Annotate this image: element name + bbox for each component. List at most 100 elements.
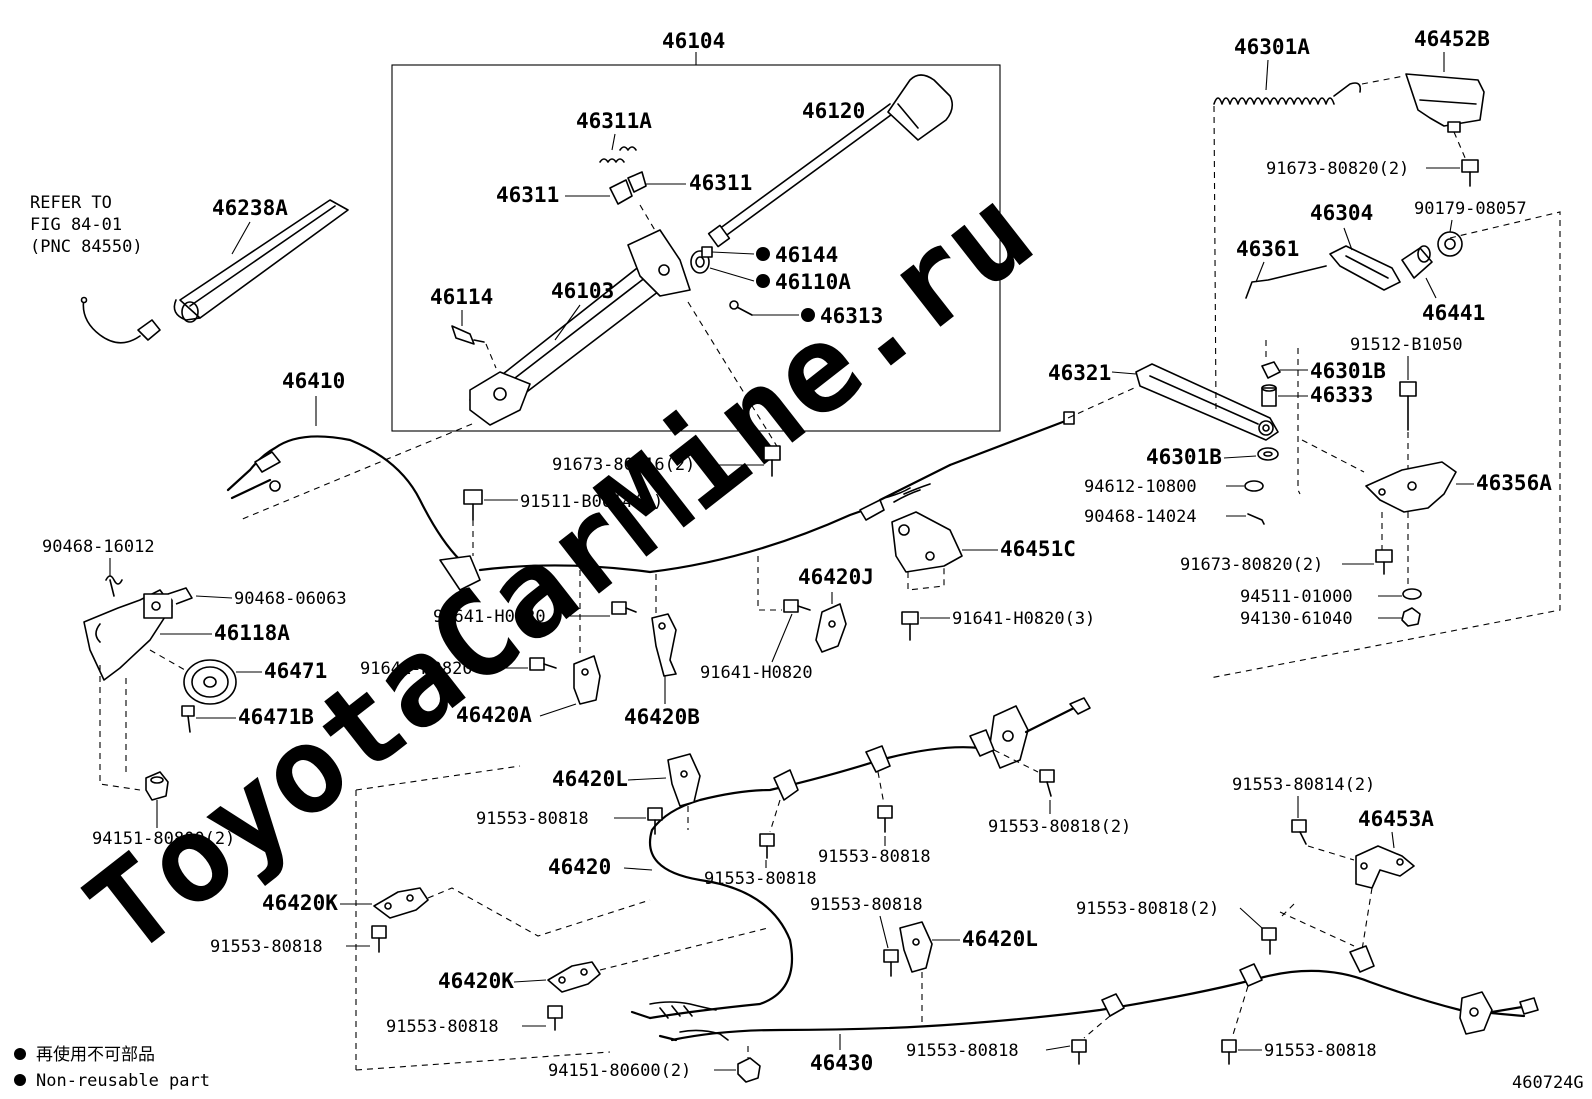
label-91553-80818-e[interactable]: 91553-80818 bbox=[818, 847, 931, 867]
pin-46313 bbox=[729, 300, 753, 316]
bracket-46420J bbox=[815, 603, 847, 653]
bracket-46451C bbox=[891, 511, 963, 573]
bolt-91641-b bbox=[529, 657, 557, 671]
label-46103[interactable]: 46103 bbox=[551, 279, 614, 303]
label-91511[interactable]: 91511-B0614(2) bbox=[520, 492, 663, 512]
label-46144[interactable]: 46144 bbox=[775, 243, 838, 267]
rod-46361 bbox=[1245, 265, 1327, 299]
label-46333[interactable]: 46333 bbox=[1310, 383, 1373, 407]
bolt-91512 bbox=[1399, 381, 1417, 431]
label-46110A[interactable]: 46110A bbox=[775, 270, 851, 294]
label-46356A[interactable]: 46356A bbox=[1476, 471, 1552, 495]
label-46313[interactable]: 46313 bbox=[820, 304, 883, 328]
label-46114[interactable]: 46114 bbox=[430, 285, 493, 309]
label-90468-14024[interactable]: 90468-14024 bbox=[1084, 507, 1197, 527]
label-91641-H0820-3[interactable]: 91641-H0820(3) bbox=[952, 609, 1095, 629]
label-46410[interactable]: 46410 bbox=[282, 369, 345, 393]
label-91553-80818-g[interactable]: 91553-80818 bbox=[906, 1041, 1019, 1061]
label-91553-80818-h[interactable]: 91553-80818 bbox=[1264, 1041, 1377, 1061]
label-46301B-top[interactable]: 46301B bbox=[1310, 359, 1386, 383]
label-94151-80800[interactable]: 94151-80800(2) bbox=[92, 829, 235, 849]
lever-46321 bbox=[1135, 363, 1279, 441]
label-46452B[interactable]: 46452B bbox=[1414, 27, 1490, 51]
bolt-91553-e bbox=[877, 805, 893, 833]
label-46361[interactable]: 46361 bbox=[1236, 237, 1299, 261]
label-46311A[interactable]: 46311A bbox=[576, 109, 652, 133]
label-46321[interactable]: 46321 bbox=[1048, 361, 1111, 385]
label-90468-16012[interactable]: 90468-16012 bbox=[42, 537, 155, 557]
spring-46311A bbox=[599, 146, 637, 163]
bolt-91553-h bbox=[1221, 1039, 1237, 1065]
label-46118A[interactable]: 46118A bbox=[214, 621, 290, 645]
label-46311-left[interactable]: 46311 bbox=[496, 183, 559, 207]
bolt-91553-x2-upper bbox=[1039, 769, 1055, 797]
label-91553-80818-a[interactable]: 91553-80818 bbox=[476, 809, 589, 829]
washer-46301B-bottom bbox=[1257, 447, 1279, 461]
collar-46441 bbox=[1401, 245, 1433, 279]
label-91673-80820-top[interactable]: 91673-80820(2) bbox=[1266, 159, 1409, 179]
label-94612-10800[interactable]: 94612-10800 bbox=[1084, 477, 1197, 497]
bolt-91553-f bbox=[883, 949, 899, 977]
label-91553-80818-d[interactable]: 91553-80818 bbox=[704, 869, 817, 889]
label-90468-06063[interactable]: 90468-06063 bbox=[234, 589, 347, 609]
label-91641-H0820-c[interactable]: 91641-H0820 bbox=[700, 663, 813, 683]
parking-lever-rod bbox=[707, 74, 954, 248]
label-46471B[interactable]: 46471B bbox=[238, 705, 314, 729]
label-91553-80818-c[interactable]: 91553-80818 bbox=[386, 1017, 499, 1037]
label-46420L-upper[interactable]: 46420L bbox=[552, 767, 628, 791]
bushing-90179 bbox=[1437, 231, 1463, 257]
refer-line3: (PNC 84550) bbox=[30, 237, 143, 257]
bolt-46471B bbox=[181, 705, 195, 733]
non-reusable-mark-46313 bbox=[801, 308, 815, 322]
label-46104[interactable]: 46104 bbox=[662, 29, 725, 53]
rear-cable-46430 bbox=[658, 969, 1539, 1042]
label-46420L-lower[interactable]: 46420L bbox=[962, 927, 1038, 951]
label-91673-80816[interactable]: 91673-80816(2) bbox=[552, 455, 695, 475]
label-46311-right[interactable]: 46311 bbox=[689, 171, 752, 195]
bracket-46356A bbox=[1365, 461, 1457, 513]
label-46420A[interactable]: 46420A bbox=[456, 703, 532, 727]
label-91673-80820-bottom[interactable]: 91673-80820(2) bbox=[1180, 555, 1323, 575]
label-91641-H0820-b[interactable]: 91641-H0820 bbox=[360, 659, 473, 679]
label-46420[interactable]: 46420 bbox=[548, 855, 611, 879]
bolt-91553-d bbox=[759, 833, 775, 859]
pawl-46311 bbox=[609, 171, 647, 205]
label-91512-B1050[interactable]: 91512-B1050 bbox=[1350, 335, 1463, 355]
bolt-91511 bbox=[463, 489, 483, 521]
label-46430[interactable]: 46430 bbox=[810, 1051, 873, 1075]
label-46420K-lower[interactable]: 46420K bbox=[438, 969, 514, 993]
label-46304[interactable]: 46304 bbox=[1310, 201, 1373, 225]
label-90179-08057[interactable]: 90179-08057 bbox=[1414, 199, 1527, 219]
bolt-91673-80820-bottom bbox=[1375, 549, 1393, 575]
label-91553-80818-2-lower[interactable]: 91553-80818(2) bbox=[1076, 899, 1219, 919]
bolt-91673-80820-top bbox=[1461, 159, 1479, 187]
pin-90468-16012 bbox=[105, 575, 123, 597]
non-reusable-mark-46110A bbox=[756, 274, 770, 288]
label-91553-80814-2[interactable]: 91553-80814(2) bbox=[1232, 775, 1375, 795]
label-46471[interactable]: 46471 bbox=[264, 659, 327, 683]
label-46120[interactable]: 46120 bbox=[802, 99, 865, 123]
legend-dot-jp bbox=[14, 1048, 26, 1060]
label-46238A[interactable]: 46238A bbox=[212, 196, 288, 220]
label-46451C[interactable]: 46451C bbox=[1000, 537, 1076, 561]
label-91553-80818-b[interactable]: 91553-80818 bbox=[210, 937, 323, 957]
label-94151-80600[interactable]: 94151-80600(2) bbox=[548, 1061, 691, 1081]
label-46301A[interactable]: 46301A bbox=[1234, 35, 1310, 59]
clamp-46420-c bbox=[969, 729, 995, 757]
label-46441[interactable]: 46441 bbox=[1422, 301, 1485, 325]
label-91553-80818-f[interactable]: 91553-80818 bbox=[810, 895, 923, 915]
label-46301B-bottom[interactable]: 46301B bbox=[1146, 445, 1222, 469]
nut-94151-80800 bbox=[145, 771, 169, 801]
label-91641-H0820-a[interactable]: 91641-H0820 bbox=[433, 607, 546, 627]
label-46420B[interactable]: 46420B bbox=[624, 705, 700, 729]
rear-cable-46420 bbox=[630, 697, 1091, 1020]
label-46420J[interactable]: 46420J bbox=[798, 565, 874, 589]
lever-sub-assembly bbox=[469, 229, 691, 426]
label-46453A[interactable]: 46453A bbox=[1358, 807, 1434, 831]
label-91553-80818-2-upper[interactable]: 91553-80818(2) bbox=[988, 817, 1131, 837]
label-46420K-upper[interactable]: 46420K bbox=[262, 891, 338, 915]
clamp-46420K-lower bbox=[547, 961, 601, 993]
label-94511-01000[interactable]: 94511-01000 bbox=[1240, 587, 1353, 607]
label-94130-61040[interactable]: 94130-61040 bbox=[1240, 609, 1353, 629]
